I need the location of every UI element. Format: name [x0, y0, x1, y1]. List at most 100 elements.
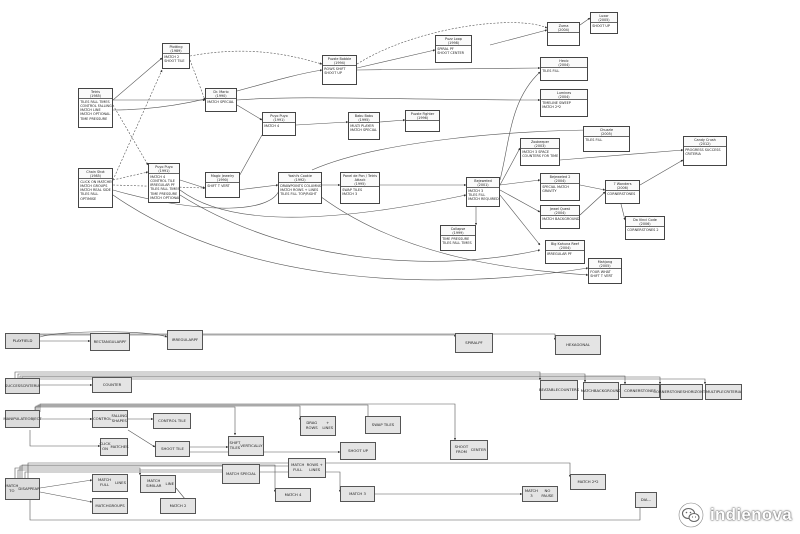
game-node-puzzle-fighter: Puzzle Fighter(1996) — [405, 110, 440, 132]
game-node-panel-de-pon: Panel de Pon / Tetris Attack(1995) SWAP … — [340, 172, 380, 204]
node-title: Plotting(1989) — [163, 44, 189, 55]
node-title: Babu Babu(1995) — [349, 113, 379, 124]
box-match-2x2: MATCH 2*2 — [570, 474, 606, 490]
node-features — [406, 121, 439, 131]
node-features: CORNERSTONES — [606, 191, 639, 203]
node-features: SHIFT T VERT — [206, 183, 239, 197]
node-features: MATCH 4 — [263, 123, 295, 135]
node-title: Puzz Loop(1998) — [436, 36, 471, 47]
game-node-hexic: Hexic(2004) TILES FILL — [540, 57, 588, 81]
node-title: Zookeeper(2003) — [521, 139, 559, 150]
node-title: 7 Wonders(2006) — [606, 181, 639, 192]
node-title: Chain Shot(1985) — [79, 169, 112, 180]
node-features: TILES FILL — [541, 68, 587, 80]
box-match-3: MATCH 3 — [340, 486, 375, 502]
node-title: Big Kahuna Reef(2004) — [546, 241, 584, 252]
game-node-da-vinci-code: Da Vinci Code(2006) CORNERSTONES 2 — [625, 216, 665, 240]
game-node-jewel-quest: Jewel Quest(2004) MATCH BACKGROUND — [540, 205, 580, 229]
node-title: Bejeweled 2(2004) — [541, 174, 579, 185]
box-match-special: MATCH SPECIAL — [222, 464, 260, 484]
game-node-luxor: Luxor(2005) SHOOT UP — [590, 12, 618, 34]
game-node-7-wonders: 7 Wonders(2006) CORNERSTONES — [605, 180, 640, 204]
node-title: Candy Crush(2012) — [684, 137, 726, 148]
category-playfield: PLAYFIELD — [5, 333, 40, 349]
node-features — [548, 33, 579, 45]
game-node-dr-mario: Dr. Mario(1990) MATCH SPECIAL — [205, 88, 237, 112]
node-title: Dr. Mario(1990) — [206, 89, 236, 100]
node-title: Luxor(2005) — [591, 13, 617, 24]
game-node-magic-jewelry: Magic Jewelry(1990) SHIFT T VERT — [205, 172, 240, 198]
box-swap-tiles: SWAP TILES — [365, 416, 401, 434]
box-drag-rows-lines: DRAG ROWS+ LINES — [300, 416, 336, 436]
node-title: Da Vinci Code(2006) — [626, 217, 664, 228]
node-features: SHOOT UP — [591, 23, 617, 33]
node-title: Chuzzle(2005) — [584, 127, 629, 138]
node-title: Hexic(2004) — [541, 58, 587, 69]
node-title: Puyo Puyo(1991) — [149, 164, 179, 175]
box-dia: DIA... — [635, 492, 657, 508]
node-title: Jewel Quest(2004) — [541, 206, 579, 217]
watermark-text: indienova — [709, 505, 792, 524]
node-title: Bejeweled(2001) — [467, 178, 499, 189]
box-shoot-up: SHOOT UP — [340, 442, 376, 460]
node-title: Tetris(1985) — [79, 89, 112, 100]
box-control-tile: CONTROL TILE — [153, 413, 191, 429]
game-node-chuzzle: Chuzzle(2005) TILES FILL — [583, 126, 630, 152]
game-node-puyo-puyo-2: Puyo Puyo(1991) MATCH 4 — [262, 112, 296, 136]
node-features: TILES FILL — [584, 137, 629, 151]
node-title: Zuma(2004) — [548, 23, 579, 34]
box-counter: COUNTER — [92, 377, 132, 393]
node-features: MATCH BACKGROUND — [541, 216, 579, 228]
box-cornerstones: CORNERSTONES — [620, 384, 660, 398]
node-title: Panel de Pon / Tetris Attack(1995) — [341, 173, 379, 188]
watermark: indienova — [678, 502, 792, 528]
game-node-zuma: Zuma(2004) — [547, 22, 580, 46]
node-features: IRREGULAR PF — [546, 251, 584, 263]
box-hexagonal: HEXAGONAL — [555, 335, 601, 355]
node-title: Lumines(2004) — [541, 90, 587, 101]
wechat-icon — [678, 502, 704, 528]
